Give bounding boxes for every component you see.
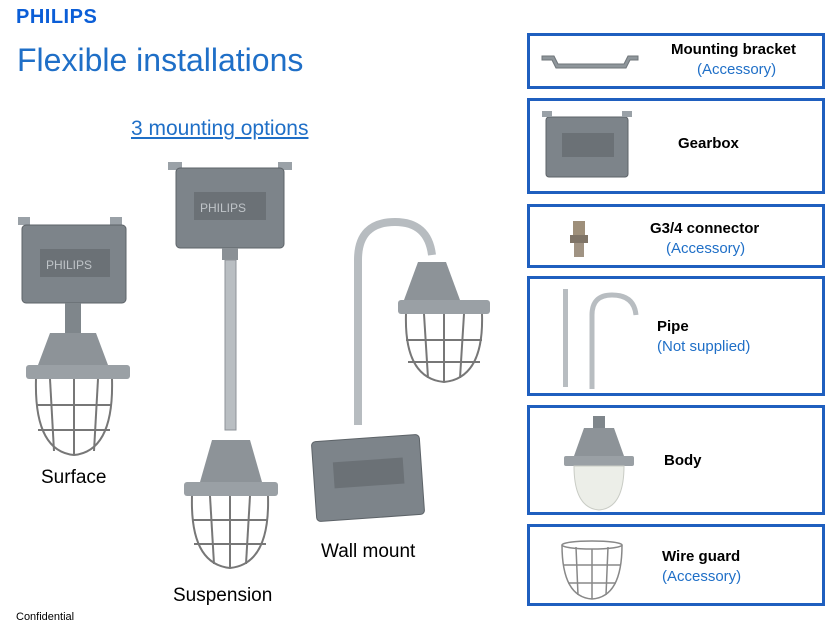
page-title: Flexible installations	[17, 42, 304, 78]
wall-mount-illustration	[311, 217, 490, 522]
wall-mount-caption: Wall mount	[321, 541, 416, 562]
component-card-gearbox: Gearbox	[527, 98, 825, 194]
component-name: G3/4 connector	[650, 220, 760, 237]
gearbox-image: PHILIPS	[18, 217, 127, 304]
component-card-mounting-bracket: Mounting bracket (Accessory)	[527, 33, 825, 89]
confidential-label: Confidential	[16, 611, 75, 623]
gearbox-image	[311, 434, 425, 522]
svg-text:PHILIPS: PHILIPS	[200, 201, 246, 215]
body-icon	[564, 416, 634, 511]
component-card-wire-guard: Wire guard (Accessory)	[527, 524, 825, 606]
component-card-pipe: Pipe (Not supplied)	[527, 276, 825, 396]
surface-mount-illustration: PHILIPS	[18, 217, 130, 457]
component-note: (Accessory)	[697, 61, 777, 78]
component-note: (Accessory)	[666, 240, 746, 257]
surface-caption: Surface	[41, 467, 107, 488]
component-name: Mounting bracket	[671, 41, 797, 58]
component-name: Body	[664, 452, 702, 469]
component-note: (Not supplied)	[657, 338, 751, 355]
component-name: Pipe	[657, 318, 689, 335]
suspension-mount-illustration: PHILIPS	[168, 162, 292, 570]
svg-text:PHILIPS: PHILIPS	[46, 258, 92, 272]
component-card-body: Body	[527, 405, 825, 515]
mounting-options-heading: 3 mounting options	[131, 117, 309, 140]
wire-guard-image	[34, 378, 114, 457]
gearbox-icon	[542, 111, 632, 178]
component-name: Gearbox	[678, 135, 739, 152]
mounting-bracket-icon	[541, 55, 639, 69]
connector-icon	[570, 221, 588, 257]
component-name: Wire guard	[662, 548, 741, 565]
component-card-g34-connector: G3/4 connector (Accessory)	[527, 204, 825, 268]
gearbox-image: PHILIPS	[168, 162, 292, 249]
pipe-icon	[563, 289, 639, 389]
suspension-caption: Suspension	[173, 585, 273, 606]
component-note: (Accessory)	[662, 568, 742, 585]
wire-guard-icon	[561, 540, 623, 600]
philips-logo: PHILIPS	[16, 6, 98, 28]
